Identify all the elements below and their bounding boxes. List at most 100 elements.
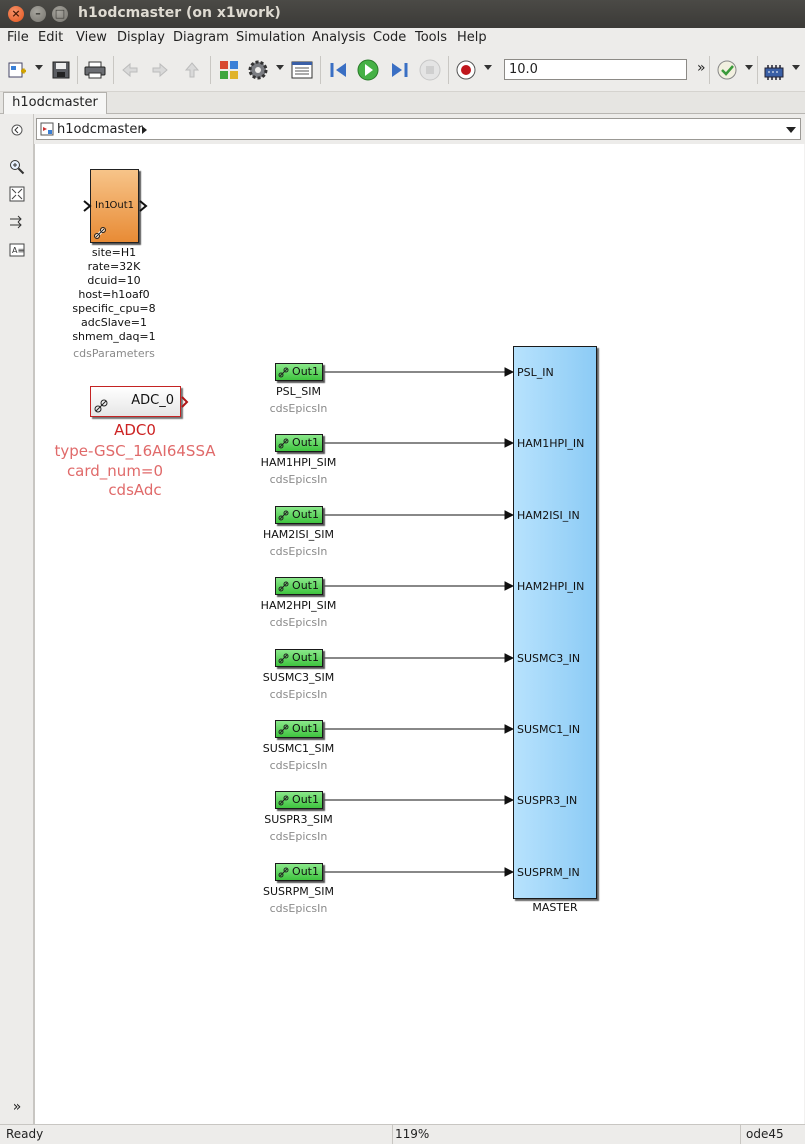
param-shmem-daq: shmem_daq=1 bbox=[72, 330, 156, 343]
window-title: h1odcmaster (on x1work) bbox=[78, 5, 281, 21]
epics-block-name: SUSRPM_SIM bbox=[262, 885, 334, 898]
expand-palette-icon[interactable]: » bbox=[12, 1099, 22, 1115]
params-out-port-label: Out1 bbox=[109, 200, 135, 211]
epics-out-port-label: Out1 bbox=[292, 793, 319, 806]
epics-block-library: cdsEpicsIn bbox=[269, 545, 328, 558]
epics-out-port-label: Out1 bbox=[292, 722, 319, 735]
fit-to-view-icon[interactable] bbox=[8, 185, 26, 203]
model-settings-gear-icon[interactable] bbox=[246, 58, 270, 82]
breadcrumb-model-name[interactable]: h1odcmaster bbox=[57, 122, 143, 137]
annotation-icon[interactable]: A≡ bbox=[8, 241, 26, 259]
signal-lines bbox=[324, 367, 515, 877]
tab-model[interactable]: h1odcmaster bbox=[3, 92, 107, 114]
stop-icon[interactable] bbox=[418, 58, 442, 82]
epics-block-library: cdsEpicsIn bbox=[269, 616, 328, 629]
menu-file[interactable]: File bbox=[7, 30, 29, 45]
zoom-icon[interactable] bbox=[8, 158, 26, 176]
up-icon[interactable] bbox=[180, 58, 204, 82]
toolbar-overflow-icon[interactable]: » bbox=[697, 60, 706, 76]
status-bar: Ready 119% ode45 bbox=[0, 1124, 805, 1144]
menu-help[interactable]: Help bbox=[457, 30, 487, 45]
master-port-ham1hpi-in: HAM1HPI_IN bbox=[517, 437, 585, 450]
simulation-stop-time-input[interactable] bbox=[504, 59, 687, 80]
adc-block-library: cdsAdc bbox=[108, 481, 162, 499]
hide-browser-icon[interactable] bbox=[8, 121, 26, 139]
master-port-ham2isi-in: HAM2ISI_IN bbox=[517, 509, 580, 522]
model-icon bbox=[40, 122, 54, 136]
new-model-icon[interactable] bbox=[6, 58, 30, 82]
model-explorer-icon[interactable] bbox=[290, 58, 314, 82]
epics-in-block-suspr3[interactable]: Out1 bbox=[275, 791, 323, 809]
advisor-dropdown-icon[interactable] bbox=[745, 65, 753, 70]
minimize-window-button[interactable]: – bbox=[30, 6, 46, 22]
params-block[interactable]: In1 Out1 bbox=[90, 169, 139, 243]
epics-block-library: cdsEpicsIn bbox=[269, 688, 328, 701]
epics-block-library: cdsEpicsIn bbox=[269, 402, 328, 415]
library-link-icon bbox=[278, 510, 289, 521]
epics-in-block-ham2isi[interactable]: Out1 bbox=[275, 506, 323, 524]
library-link-icon bbox=[278, 581, 289, 592]
model-breadcrumb[interactable]: h1odcmaster bbox=[36, 118, 801, 140]
epics-out-port-label: Out1 bbox=[292, 365, 319, 378]
record-icon[interactable] bbox=[454, 58, 478, 82]
menu-diagram[interactable]: Diagram bbox=[173, 30, 229, 45]
menu-tools[interactable]: Tools bbox=[415, 30, 448, 45]
breadcrumb-dropdown-icon[interactable] bbox=[786, 126, 796, 134]
close-window-button[interactable]: × bbox=[8, 6, 24, 22]
step-forward-icon[interactable] bbox=[387, 58, 411, 82]
settings-dropdown-icon[interactable] bbox=[276, 65, 284, 70]
master-subsystem-block[interactable]: PSL_IN HAM1HPI_IN HAM2ISI_IN HAM2HPI_IN … bbox=[513, 346, 597, 899]
adc-block[interactable]: ADC_0 bbox=[90, 386, 181, 417]
master-block-name: MASTER bbox=[532, 901, 578, 914]
status-text: Ready bbox=[6, 1127, 44, 1141]
master-port-susmc3-in: SUSMC3_IN bbox=[517, 652, 581, 665]
epics-in-block-susmc1[interactable]: Out1 bbox=[275, 720, 323, 738]
epics-block-library: cdsEpicsIn bbox=[269, 473, 328, 486]
print-icon[interactable] bbox=[83, 58, 107, 82]
forward-icon[interactable] bbox=[148, 58, 172, 82]
menu-view[interactable]: View bbox=[76, 30, 107, 45]
menu-simulation[interactable]: Simulation bbox=[236, 30, 306, 45]
menu-display[interactable]: Display bbox=[117, 30, 165, 45]
master-port-suspr3-in: SUSPR3_IN bbox=[517, 794, 578, 807]
back-icon[interactable] bbox=[118, 58, 142, 82]
new-dropdown-icon[interactable] bbox=[35, 65, 43, 70]
library-browser-icon[interactable] bbox=[217, 58, 241, 82]
menu-bar: File Edit View Display Diagram Simulatio… bbox=[0, 28, 805, 48]
epics-in-block-psl[interactable]: Out1 bbox=[275, 363, 323, 381]
epics-in-block-susmc3[interactable]: Out1 bbox=[275, 649, 323, 667]
menu-analysis[interactable]: Analysis bbox=[312, 30, 366, 45]
step-back-icon[interactable] bbox=[327, 58, 351, 82]
run-icon[interactable] bbox=[356, 58, 380, 82]
adc-out-port-arrow bbox=[181, 396, 189, 408]
adc-param-card-num: card_num=0 bbox=[66, 462, 164, 480]
epics-in-block-susrpm[interactable]: Out1 bbox=[275, 863, 323, 881]
model-canvas[interactable]: In1 Out1 site=H1 rate=32K dcuid=10 host=… bbox=[34, 144, 804, 1124]
menu-code[interactable]: Code bbox=[373, 30, 407, 45]
epics-block-name: PSL_SIM bbox=[276, 385, 321, 398]
save-icon[interactable] bbox=[49, 58, 73, 82]
breadcrumb-chevron-right-icon[interactable] bbox=[141, 125, 149, 135]
master-port-psl-in: PSL_IN bbox=[517, 366, 554, 379]
epics-in-block-ham2hpi[interactable]: Out1 bbox=[275, 577, 323, 595]
library-link-icon bbox=[278, 367, 289, 378]
build-model-icon[interactable] bbox=[762, 58, 786, 82]
param-host: host=h1oaf0 bbox=[78, 288, 150, 301]
record-dropdown-icon[interactable] bbox=[484, 65, 492, 70]
library-link-icon bbox=[278, 724, 289, 735]
maximize-window-button[interactable]: □ bbox=[52, 6, 68, 22]
params-block-library: cdsParameters bbox=[73, 347, 155, 360]
epics-block-name: SUSMC1_SIM bbox=[262, 742, 335, 755]
master-port-susmc1-in: SUSMC1_IN bbox=[517, 723, 581, 736]
epics-in-block-ham1hpi[interactable]: Out1 bbox=[275, 434, 323, 452]
param-dcuid: dcuid=10 bbox=[87, 274, 141, 287]
model-advisor-check-icon[interactable] bbox=[715, 58, 739, 82]
master-port-susprm-in: SUSPRM_IN bbox=[517, 866, 580, 879]
menu-edit[interactable]: Edit bbox=[38, 30, 64, 45]
param-specific-cpu: specific_cpu=8 bbox=[72, 302, 156, 315]
build-dropdown-icon[interactable] bbox=[792, 65, 800, 70]
epics-out-port-label: Out1 bbox=[292, 651, 319, 664]
signal-arrows-icon[interactable] bbox=[8, 213, 26, 231]
zoom-level: 119% bbox=[395, 1127, 430, 1141]
